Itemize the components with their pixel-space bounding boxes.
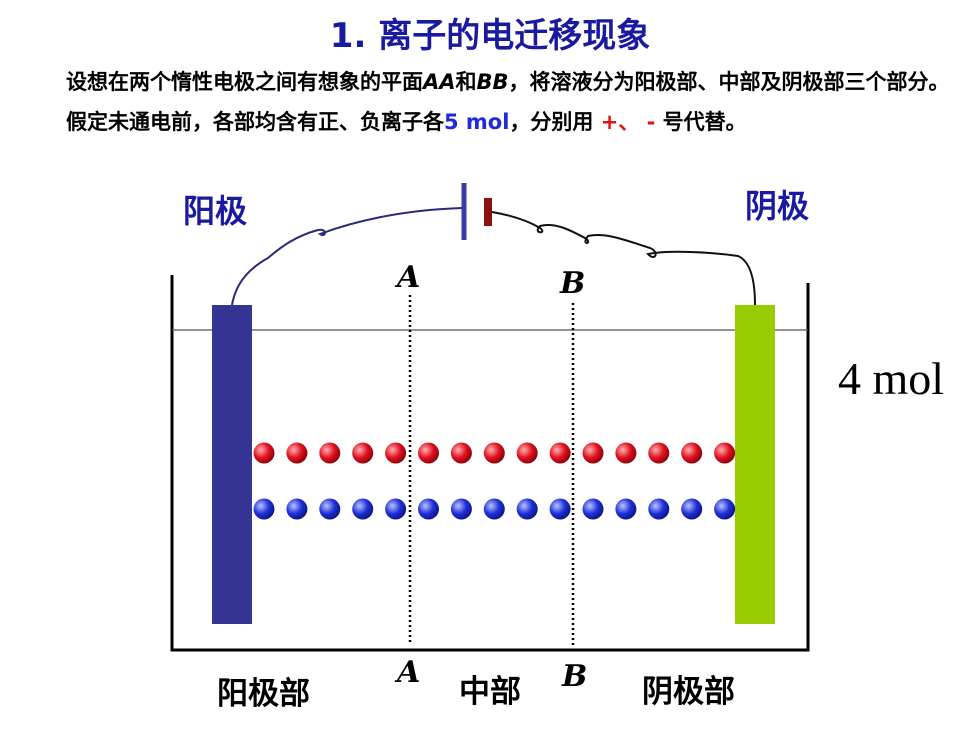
para-seg4: ，分别用 xyxy=(509,110,601,134)
cathode-electrode xyxy=(735,305,775,624)
negative-ion xyxy=(319,498,341,520)
negative-ion xyxy=(714,498,736,520)
plane-b-bottom-label: B xyxy=(562,659,588,694)
plane-a-bottom-label: A xyxy=(397,655,421,690)
page-title: 1. 离子的电迁移现象 xyxy=(329,16,651,56)
positive-ion xyxy=(648,442,670,464)
positive-ion xyxy=(450,442,472,464)
negative-ion xyxy=(352,498,374,520)
cathode-section-label: 阴极部 xyxy=(642,674,735,710)
positive-ion xyxy=(516,442,538,464)
mol-note: 4 mol xyxy=(838,353,945,404)
negative-ion xyxy=(648,498,670,520)
para-seg5: 号代替。 xyxy=(655,110,747,134)
positive-ion-row xyxy=(253,442,736,464)
positive-ion xyxy=(615,442,637,464)
positive-ion xyxy=(319,442,341,464)
positive-ion xyxy=(714,442,736,464)
anode-electrode xyxy=(212,305,252,624)
negative-ion xyxy=(615,498,637,520)
cathode-wire xyxy=(491,211,756,306)
negative-ion xyxy=(483,498,505,520)
cathode-label: 阴极 xyxy=(745,187,810,225)
negative-ion xyxy=(516,498,538,520)
negative-ion xyxy=(450,498,472,520)
plane-b-top-label: B xyxy=(560,266,586,301)
middle-section-label: 中部 xyxy=(459,674,521,710)
negative-ion xyxy=(385,498,407,520)
anode-wire xyxy=(231,207,463,306)
positive-ion xyxy=(681,442,703,464)
positive-ion xyxy=(352,442,374,464)
positive-ion xyxy=(483,442,505,464)
plane-a-top-label: A xyxy=(397,260,421,295)
negative-ion xyxy=(549,498,571,520)
positive-ion xyxy=(549,442,571,464)
positive-ion xyxy=(385,442,407,464)
negative-ion xyxy=(418,498,439,520)
negative-ion xyxy=(253,498,275,520)
para-seg1: 设想在两个惰性电极之间有想象的平面 xyxy=(66,70,423,94)
negative-ion xyxy=(681,498,703,520)
negative-ion xyxy=(582,498,604,520)
para-seg3: ，将溶液分为阳极部、中部及阴极部三个部分。假定未通电前，各部均含有正、负离子各 xyxy=(66,70,950,134)
signs-text: +、 - xyxy=(600,110,656,134)
negative-ion-row xyxy=(253,498,736,520)
positive-ion xyxy=(286,442,308,464)
plane-bb-text: BB xyxy=(476,70,509,94)
anode-section-label: 阳极部 xyxy=(217,676,310,712)
description-paragraph: 设想在两个惰性电极之间有想象的平面AA和BB，将溶液分为阳极部、中部及阴极部三个… xyxy=(66,62,966,142)
negative-ion xyxy=(286,498,308,520)
para-seg2: 和 xyxy=(455,70,477,94)
amount-text: 5 mol xyxy=(444,110,510,134)
plane-aa-text: AA xyxy=(423,70,456,94)
positive-ion xyxy=(253,442,275,464)
positive-ion xyxy=(582,442,604,464)
battery-short-plate xyxy=(484,198,492,226)
beaker-outline xyxy=(170,275,810,652)
anode-label: 阳极 xyxy=(183,192,248,230)
positive-ion xyxy=(418,442,439,464)
